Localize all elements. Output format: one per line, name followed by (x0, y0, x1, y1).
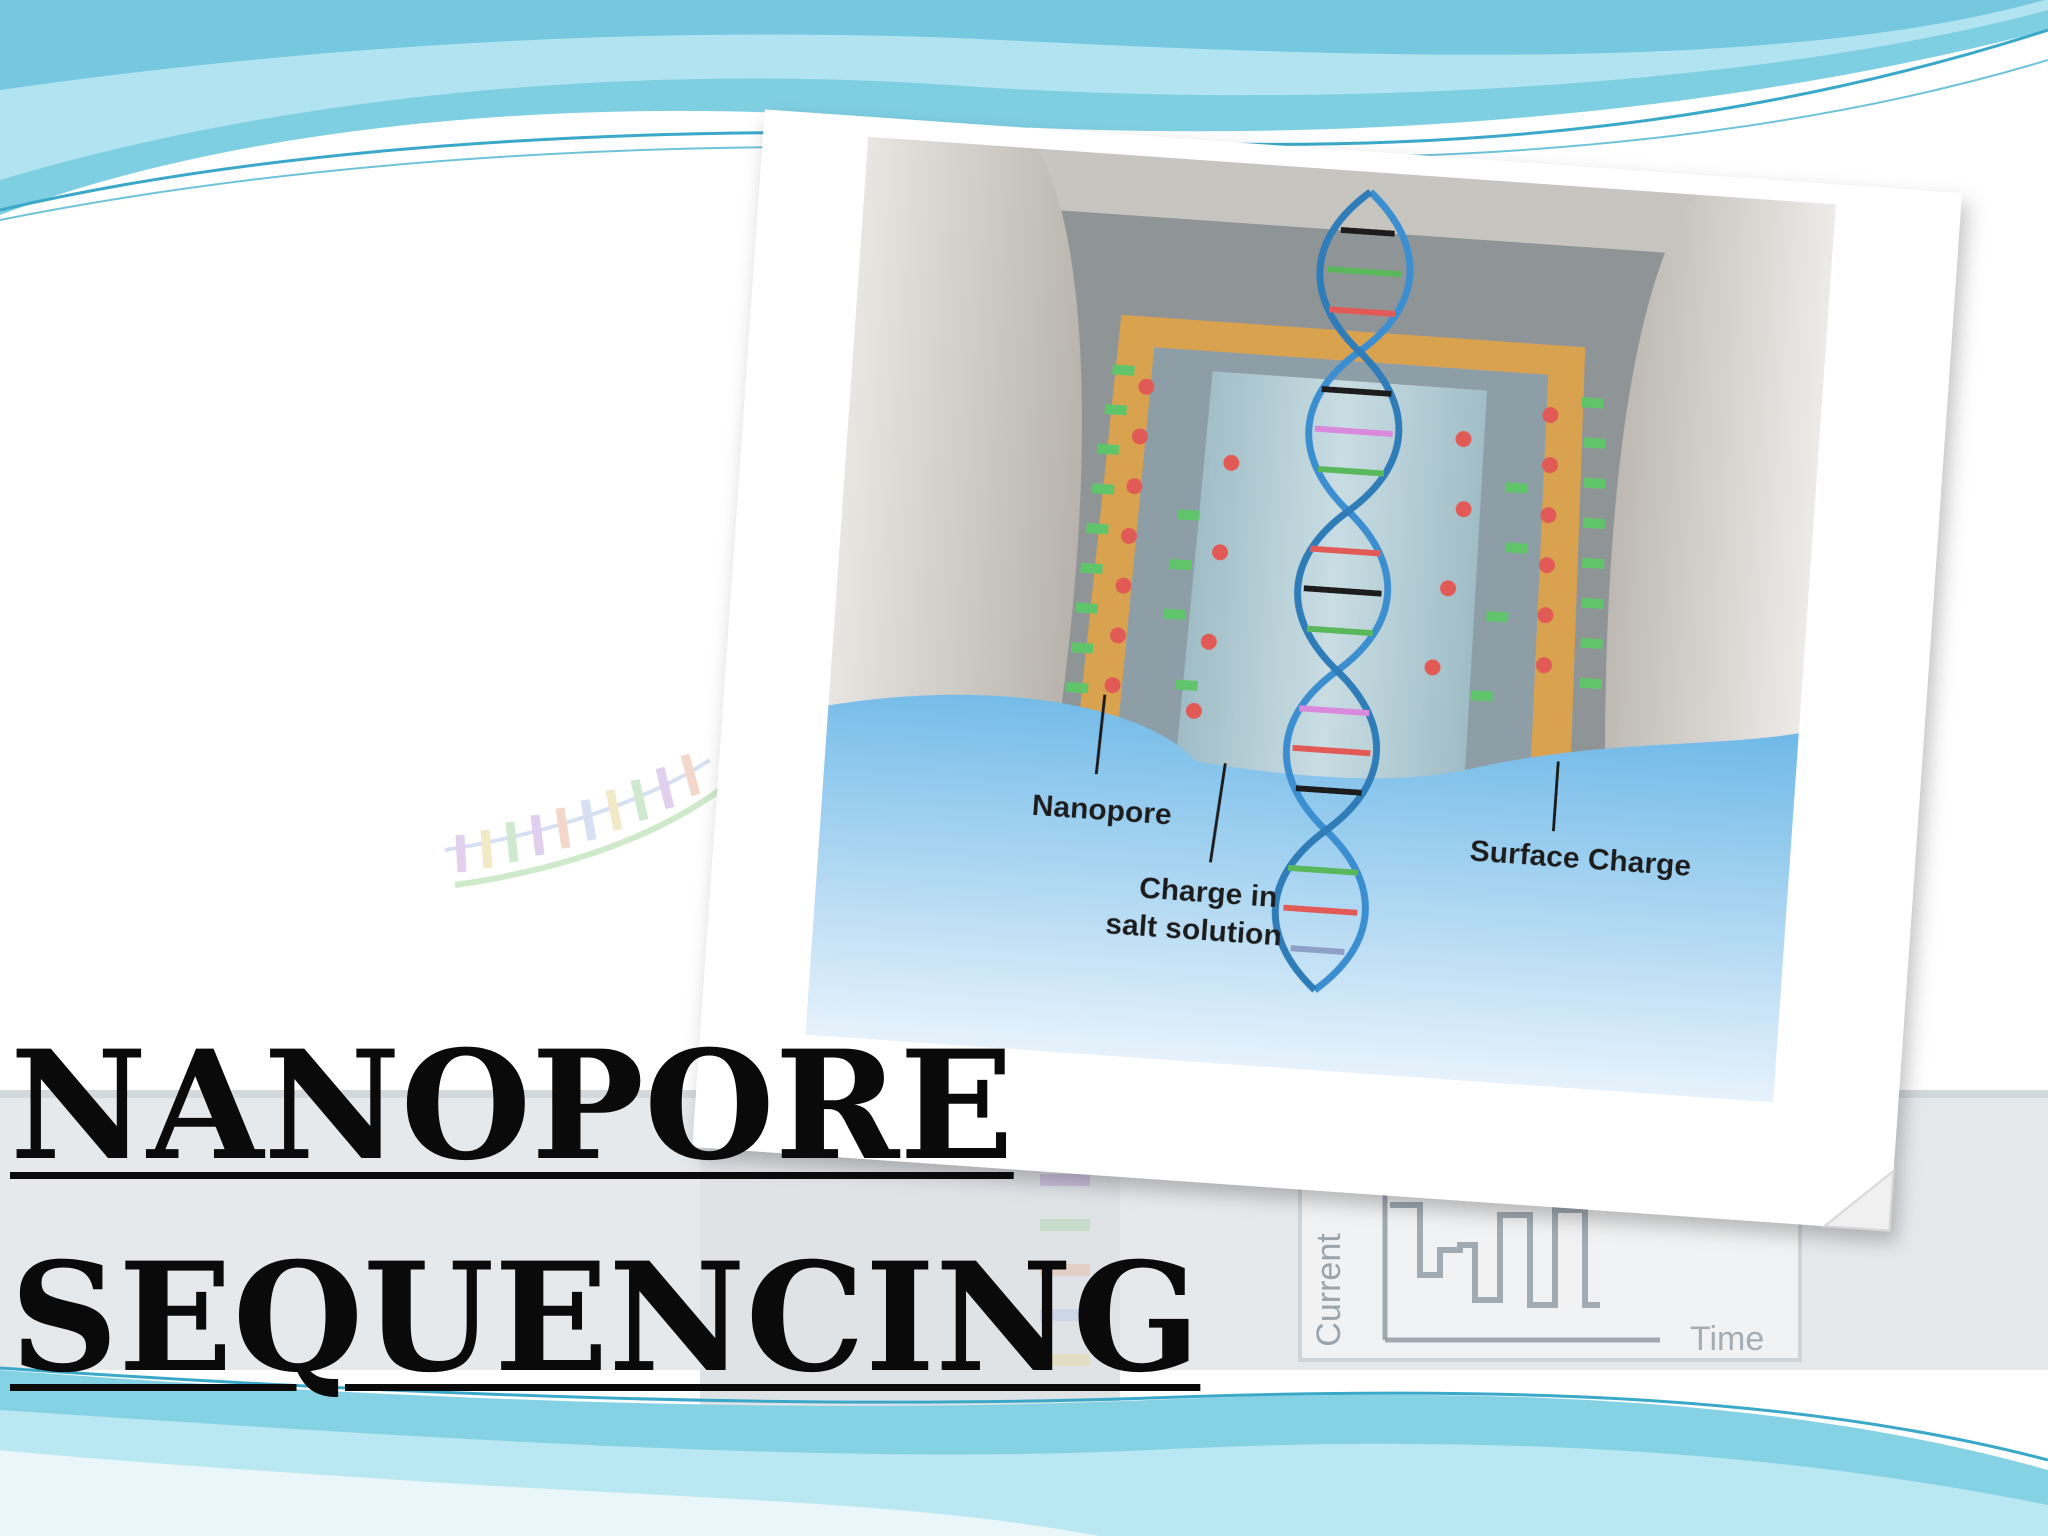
positive-charge-markers (1104, 378, 1559, 719)
pore-illustration: Nanopore Surface Charge Charge in salt s… (805, 136, 1836, 1103)
title-line-2: SEQUENCING (10, 1230, 1201, 1406)
leader-lines (1094, 694, 1560, 863)
faded-graph-ylabel: Current (1310, 1233, 1348, 1347)
folded-corner (1821, 1168, 1895, 1232)
title-line-1: NANOPORE (10, 1018, 1014, 1194)
bottom-waves (0, 1366, 2048, 1536)
faded-dna-left (444, 753, 722, 888)
faded-graph-xlabel: Time (1690, 1320, 1764, 1358)
faded-current-trace (1390, 1202, 1600, 1308)
slide-title: NANOPORE SEQUENCING (10, 1000, 1310, 1424)
negative-charge-markers (1065, 364, 1607, 702)
dna-helix (1271, 189, 1414, 993)
